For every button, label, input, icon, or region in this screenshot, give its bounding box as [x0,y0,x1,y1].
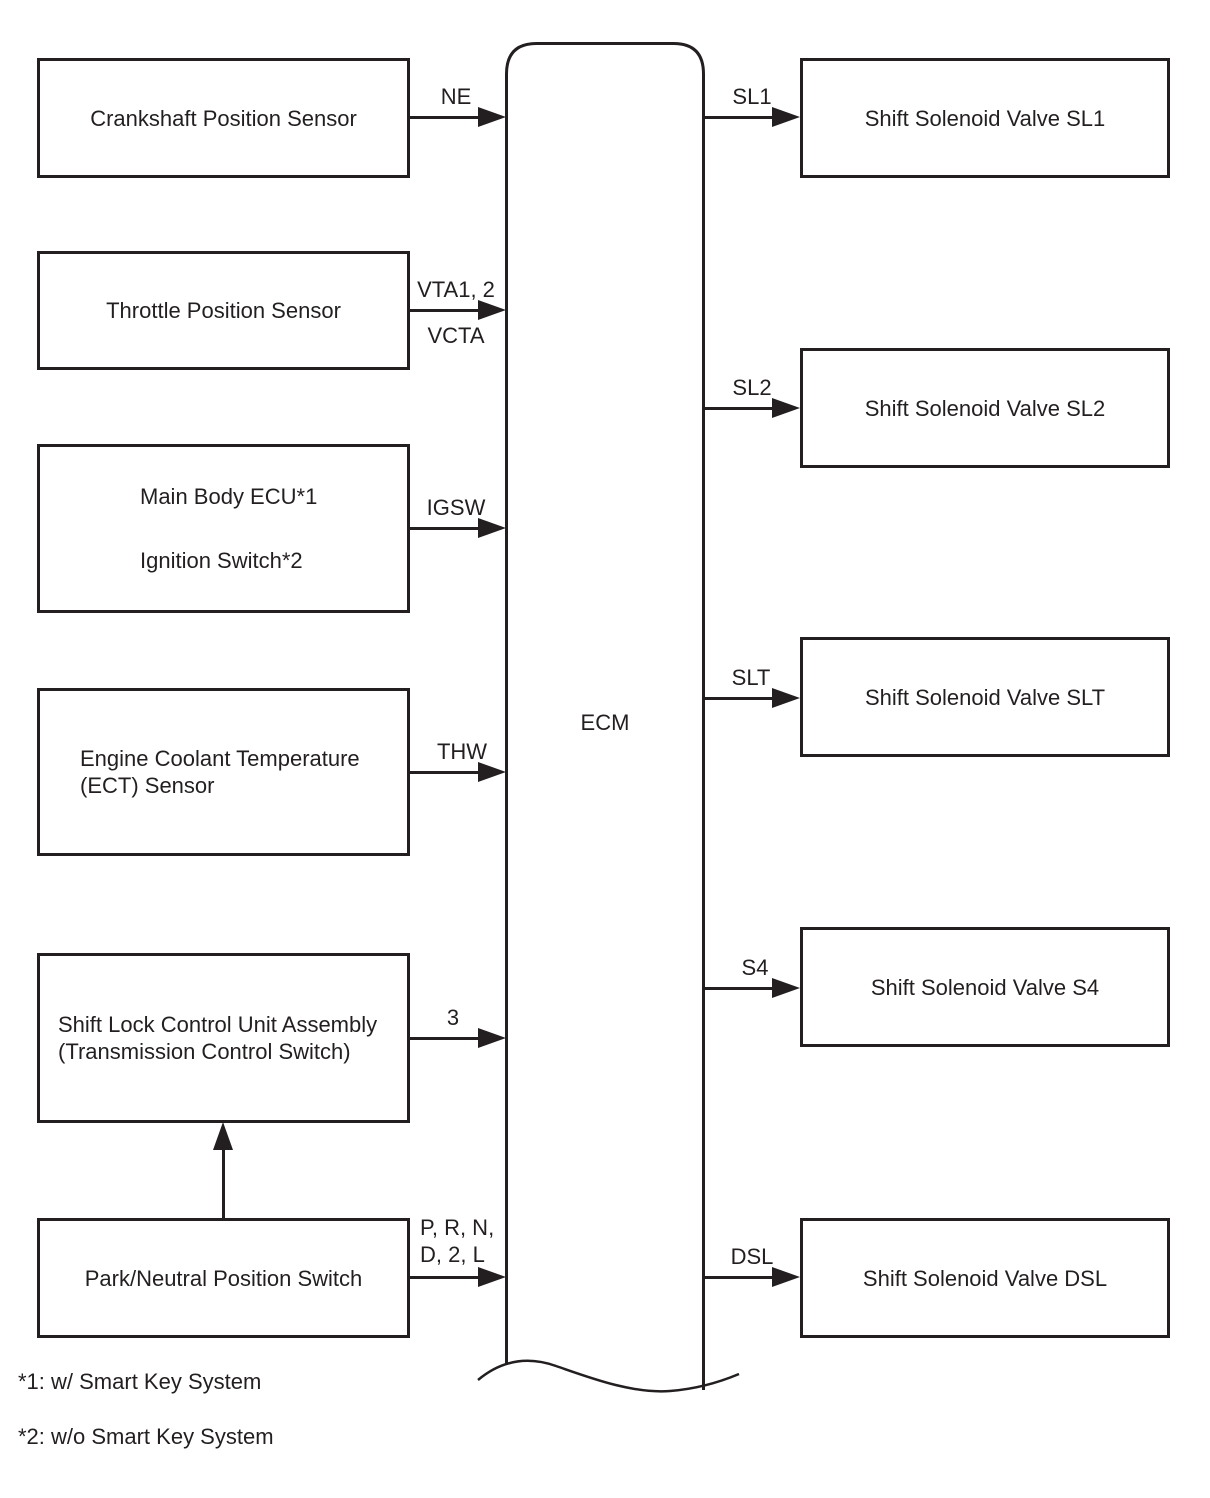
signal-sl2: SL2 [732,375,772,400]
box-shift-lock-control-unit-assembly: Shift Lock Control Unit Assembly (Transm… [37,953,410,1123]
sl2-wire [704,407,774,410]
box-main-body-ecu-ignition-switch: Main Body ECU*1 Ignition Switch*2 [37,444,410,613]
box-shift-solenoid-valve-sl2: Shift Solenoid Valve SL2 [800,348,1170,468]
ecm-label: ECM [580,710,630,735]
box-shift-solenoid-valve-slt: Shift Solenoid Valve SLT [800,637,1170,757]
box-label-line2: (ECT) Sensor [80,773,215,798]
s4-wire [704,987,774,990]
dsl-wire [704,1276,774,1279]
ecm-continuation-wave [477,1359,740,1393]
dsl-arrowhead-icon [772,1267,800,1287]
signal-thw: THW [436,739,488,764]
signal-prn: P, R, N, [420,1215,495,1240]
signal-igsw: IGSW [426,495,486,520]
igsw-wire [408,527,480,530]
box-label: Throttle Position Sensor [106,298,341,323]
box-label-line1: Main Body ECU*1 [140,484,318,509]
signal-s4: S4 [741,955,769,980]
footnote-1: *1: w/ Smart Key System [18,1369,262,1394]
signal-3: 3 [446,1005,460,1030]
signal-sl1: SL1 [732,84,772,109]
box-engine-coolant-temperature-sensor: Engine Coolant Temperature (ECT) Sensor [37,688,410,856]
box-label: Park/Neutral Position Switch [84,1265,363,1291]
sl1-wire [704,116,774,119]
box-crankshaft-position-sensor: Crankshaft Position Sensor [37,58,410,178]
box-shift-solenoid-valve-dsl: Shift Solenoid Valve DSL [800,1218,1170,1338]
thw-wire [408,771,480,774]
pnp-arrowhead-icon [478,1267,506,1287]
signal-d2l: D, 2, L [420,1242,485,1267]
box-label-line1: Engine Coolant Temperature [80,746,360,771]
box-label: Shift Solenoid Valve DSL [862,1265,1108,1291]
footnote-2: *2: w/o Smart Key System [18,1424,274,1449]
vta-wire [408,309,480,312]
signal-dsl: DSL [730,1244,774,1269]
box-label: Shift Solenoid Valve S4 [870,974,1100,1000]
thw-arrowhead-icon [478,762,506,782]
box-label: Crankshaft Position Sensor [90,105,357,131]
box-label-line2: Ignition Switch*2 [140,548,303,573]
slt-wire [704,697,774,700]
signal-slt: SLT [731,665,771,690]
box-label: Shift Solenoid Valve SL2 [864,395,1106,421]
box-label-line1: Shift Lock Control Unit Assembly [58,1012,378,1037]
box-label: Shift Solenoid Valve SL1 [864,105,1106,131]
pnp-to-shiftlock-wire [222,1148,225,1218]
signal-vcta: VCTA [427,323,485,348]
box-shift-solenoid-valve-sl1: Shift Solenoid Valve SL1 [800,58,1170,178]
pnp-wire [408,1276,480,1279]
signal-vta1-2: VTA1, 2 [417,277,495,302]
igsw-arrowhead-icon [478,518,506,538]
box-shift-solenoid-valve-s4: Shift Solenoid Valve S4 [800,927,1170,1047]
box-park-neutral-position-switch: Park/Neutral Position Switch [37,1218,410,1338]
vta-arrowhead-icon [478,300,506,320]
ne-arrowhead-icon [478,107,506,127]
sl2-arrowhead-icon [772,398,800,418]
box-label-line2: (Transmission Control Switch) [58,1039,351,1064]
signal-ne: NE [440,84,472,109]
slt-arrowhead-icon [772,688,800,708]
shift-lock-arrowhead-icon [478,1028,506,1048]
shift-lock-wire [408,1037,480,1040]
pnp-to-shiftlock-arrowhead-icon [213,1122,233,1150]
box-label: Shift Solenoid Valve SLT [864,684,1106,710]
box-throttle-position-sensor: Throttle Position Sensor [37,251,410,370]
s4-arrowhead-icon [772,978,800,998]
sl1-arrowhead-icon [772,107,800,127]
ne-wire [408,116,480,119]
